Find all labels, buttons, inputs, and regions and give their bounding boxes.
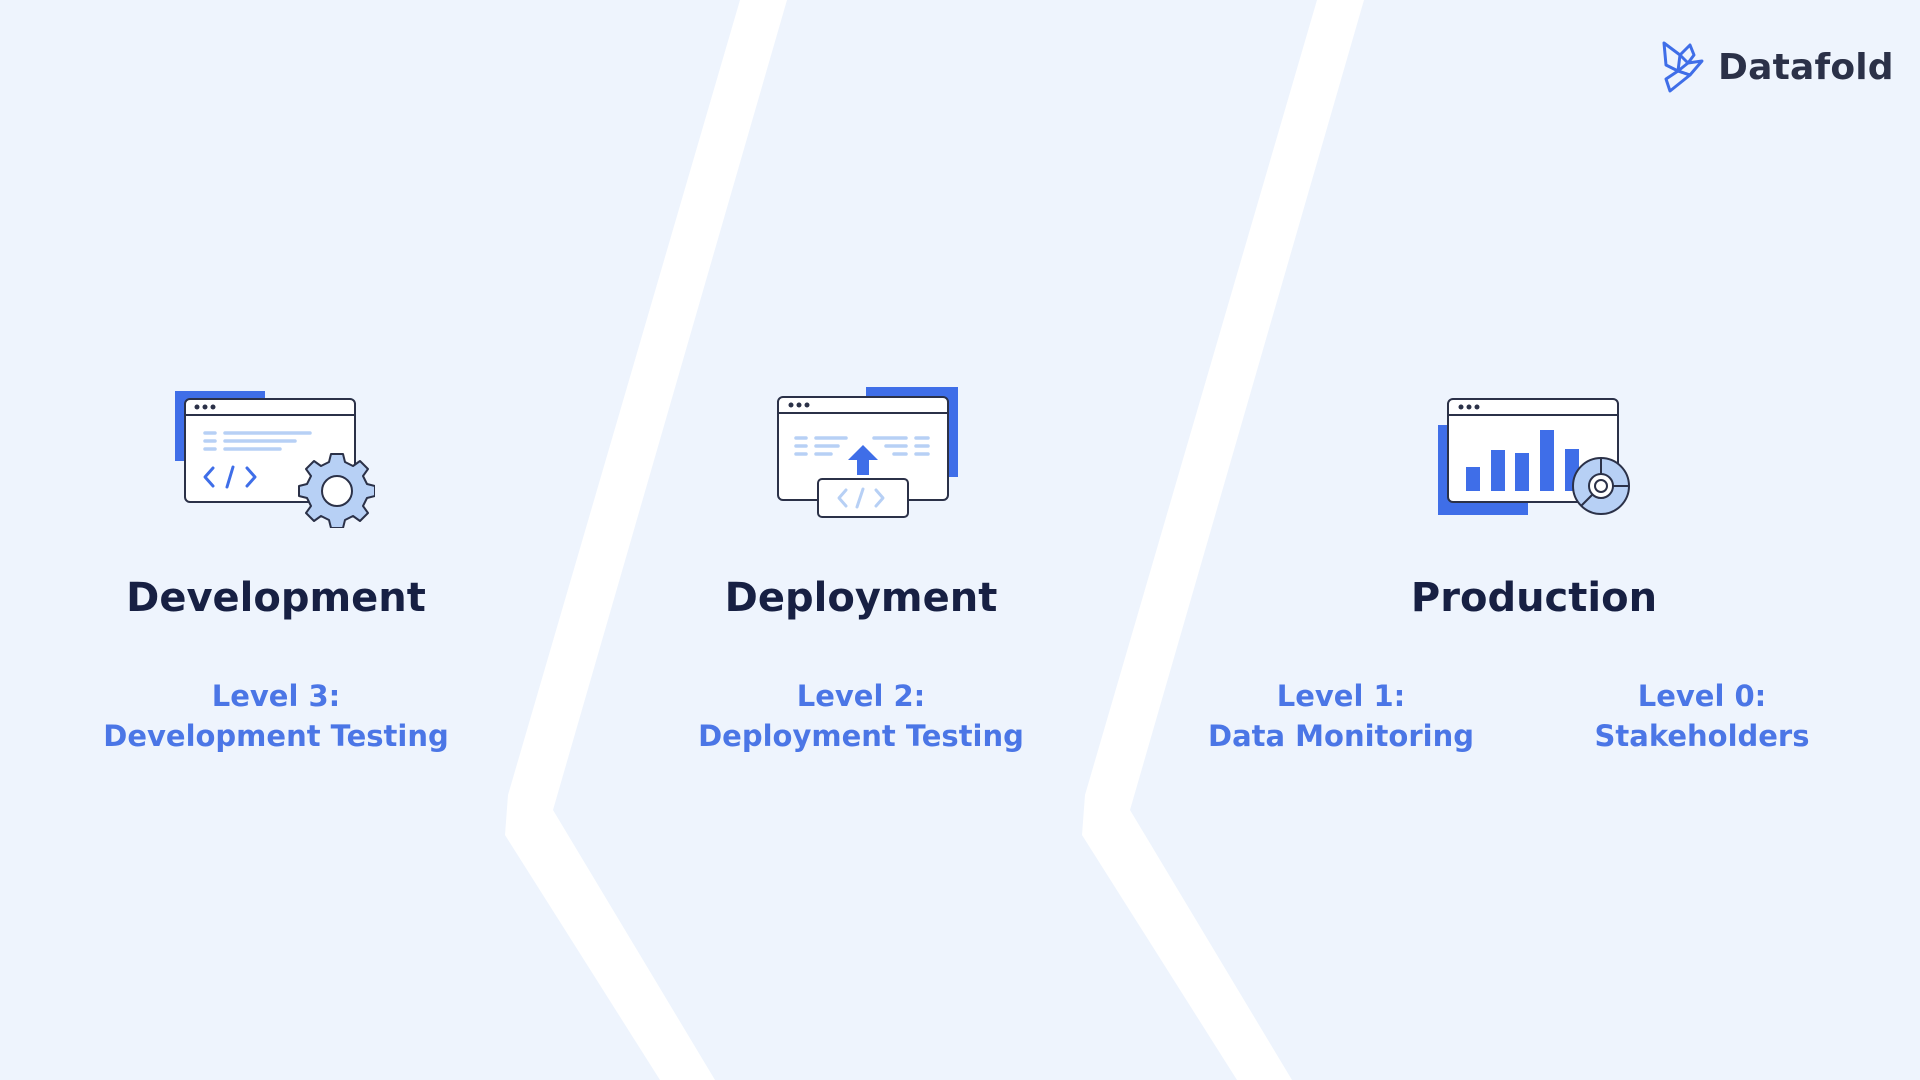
level-card-development-testing: Level 3: Development Testing [96,676,456,756]
deploy-window-upload-icon [776,383,961,533]
stage-title: Production [1410,575,1658,621]
level-name: Data Monitoring [1208,719,1474,753]
chevron-divider-1 [505,0,787,1080]
level-card-deployment-testing: Level 2: Deployment Testing [681,676,1041,756]
datafold-bird-icon [1662,41,1704,93]
level-label: Level 0: [1637,679,1767,713]
brand-name: Datafold [1718,46,1894,88]
level-card-data-monitoring: Level 1: Data Monitoring [1171,676,1511,756]
level-name: Development Testing [103,719,449,753]
stage-title: Deployment [724,575,998,621]
level-label: Level 3: [211,679,341,713]
dashboard-chart-icon [1436,383,1636,533]
brand-logo[interactable]: Datafold [1660,38,1894,96]
level-name: Deployment Testing [698,719,1024,753]
level-card-stakeholders: Level 0: Stakeholders [1542,676,1862,756]
stage-title: Development [126,575,426,621]
level-label: Level 2: [796,679,926,713]
level-name: Stakeholders [1594,719,1810,753]
level-label: Level 1: [1276,679,1406,713]
chevron-divider-2 [1082,0,1364,1080]
code-window-gear-icon [175,383,376,533]
